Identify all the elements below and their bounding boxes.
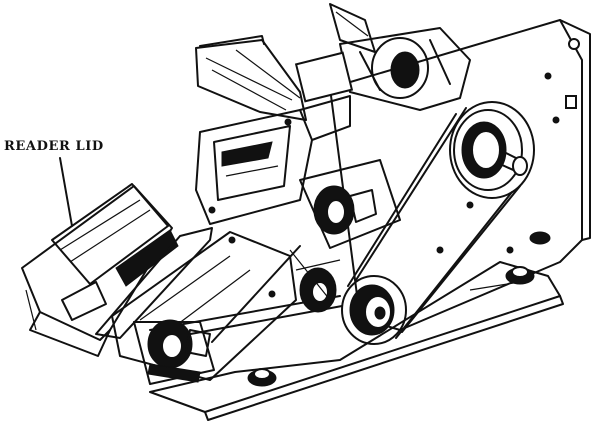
rivet bbox=[544, 72, 552, 80]
upper-motor bbox=[294, 27, 471, 111]
rivet bbox=[552, 116, 560, 124]
mounting-foot bbox=[247, 231, 551, 387]
large-pulley bbox=[449, 101, 535, 199]
small-pulley bbox=[341, 275, 407, 345]
rivet bbox=[436, 246, 444, 254]
read-head-housing bbox=[195, 95, 351, 225]
side-frame bbox=[329, 19, 591, 331]
center-gear-assembly bbox=[289, 159, 401, 313]
reader-lid-label: READER LID bbox=[4, 139, 104, 154]
reader-frame bbox=[111, 231, 297, 381]
rivet bbox=[506, 246, 514, 254]
rivet bbox=[466, 201, 474, 209]
frame-hole bbox=[568, 38, 580, 50]
reader-lid bbox=[21, 183, 213, 357]
frame-tab bbox=[565, 95, 577, 109]
top-chute bbox=[195, 3, 376, 121]
callout-leader-line bbox=[59, 157, 73, 227]
front-gear-assembly bbox=[133, 319, 215, 385]
